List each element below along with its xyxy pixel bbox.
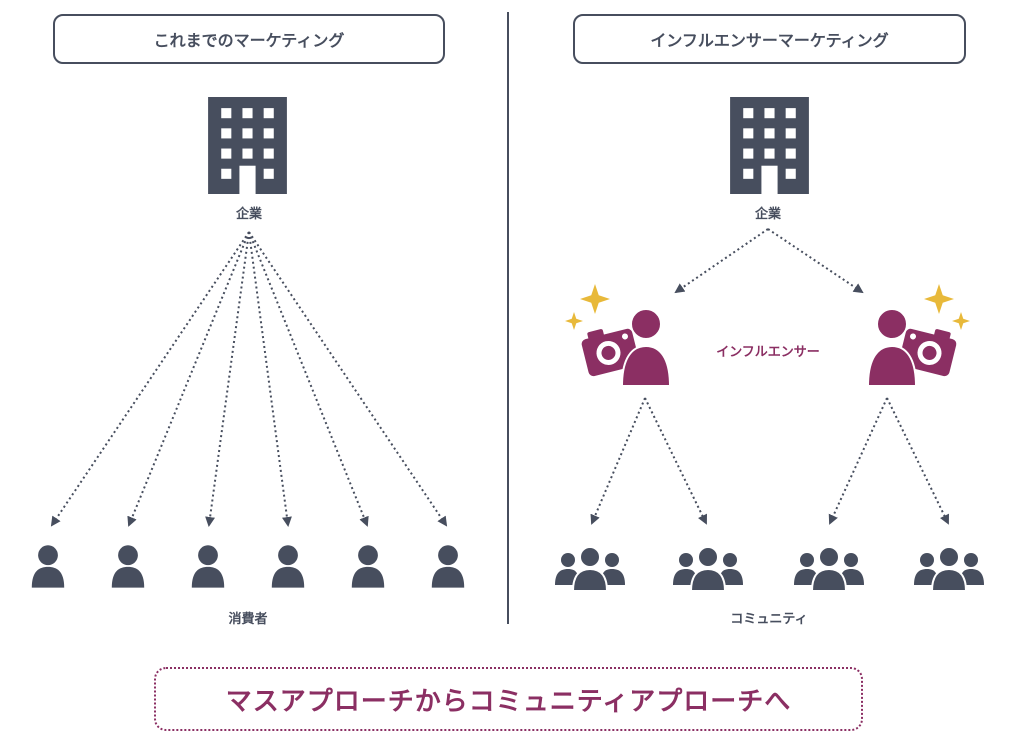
right-building-icon [730,97,809,194]
community-group-icon [555,546,625,591]
left-arrow-2 [127,231,250,527]
right-company-label: 企業 [754,207,782,222]
left-header: これまでのマーケティング [53,14,445,64]
community-group-icon [914,546,984,591]
influencer-to-community-arrow-3 [828,397,888,525]
left-header-label: これまでのマーケティング [153,31,345,50]
left-arrow-4 [248,231,292,527]
consumer-person-icon [431,545,465,588]
right-header-label: インフルエンサーマーケティング [650,31,889,50]
influencer-to-community-arrow-4 [886,397,949,525]
left-arrow-3 [205,231,250,527]
footer-text: マスアプローチからコミュニティアプローチへ [225,686,792,717]
influencer-to-community-arrow-2 [644,397,707,525]
sparkle-icon [924,284,954,314]
center-divider [507,12,509,624]
footer-banner: マスアプローチからコミュニティアプローチへ [154,667,863,731]
left-company-label: 企業 [235,207,263,222]
community-group-icon [794,546,864,591]
sparkle-icon [952,312,970,330]
right-arrows [590,228,949,525]
influencer-camera-icon [866,307,960,386]
company-to-influencer-left-arrow [674,228,769,294]
consumer-person-icon [31,545,65,588]
influencer-label: インフルエンサー [716,345,820,360]
left-arrows [50,231,448,527]
consumer-person-icon [191,545,225,588]
left-building-icon [208,97,287,194]
consumer-label: 消費者 [228,612,268,627]
community-group-icon [673,546,743,591]
right-header: インフルエンサーマーケティング [573,14,966,64]
sparkle-icon [580,284,610,314]
sparkle-icon [565,312,583,330]
consumer-person-icon [111,545,145,588]
left-arrow-1 [50,231,250,527]
influencer-camera-icon [578,307,672,386]
company-to-influencer-right-arrow [767,228,864,294]
left-arrow-6 [248,231,448,527]
consumer-person-icon [351,545,385,588]
consumer-person-icon [271,545,305,588]
influencer-to-community-arrow-1 [590,397,646,525]
community-label: コミュニティ [730,612,808,627]
left-arrow-5 [248,231,369,527]
